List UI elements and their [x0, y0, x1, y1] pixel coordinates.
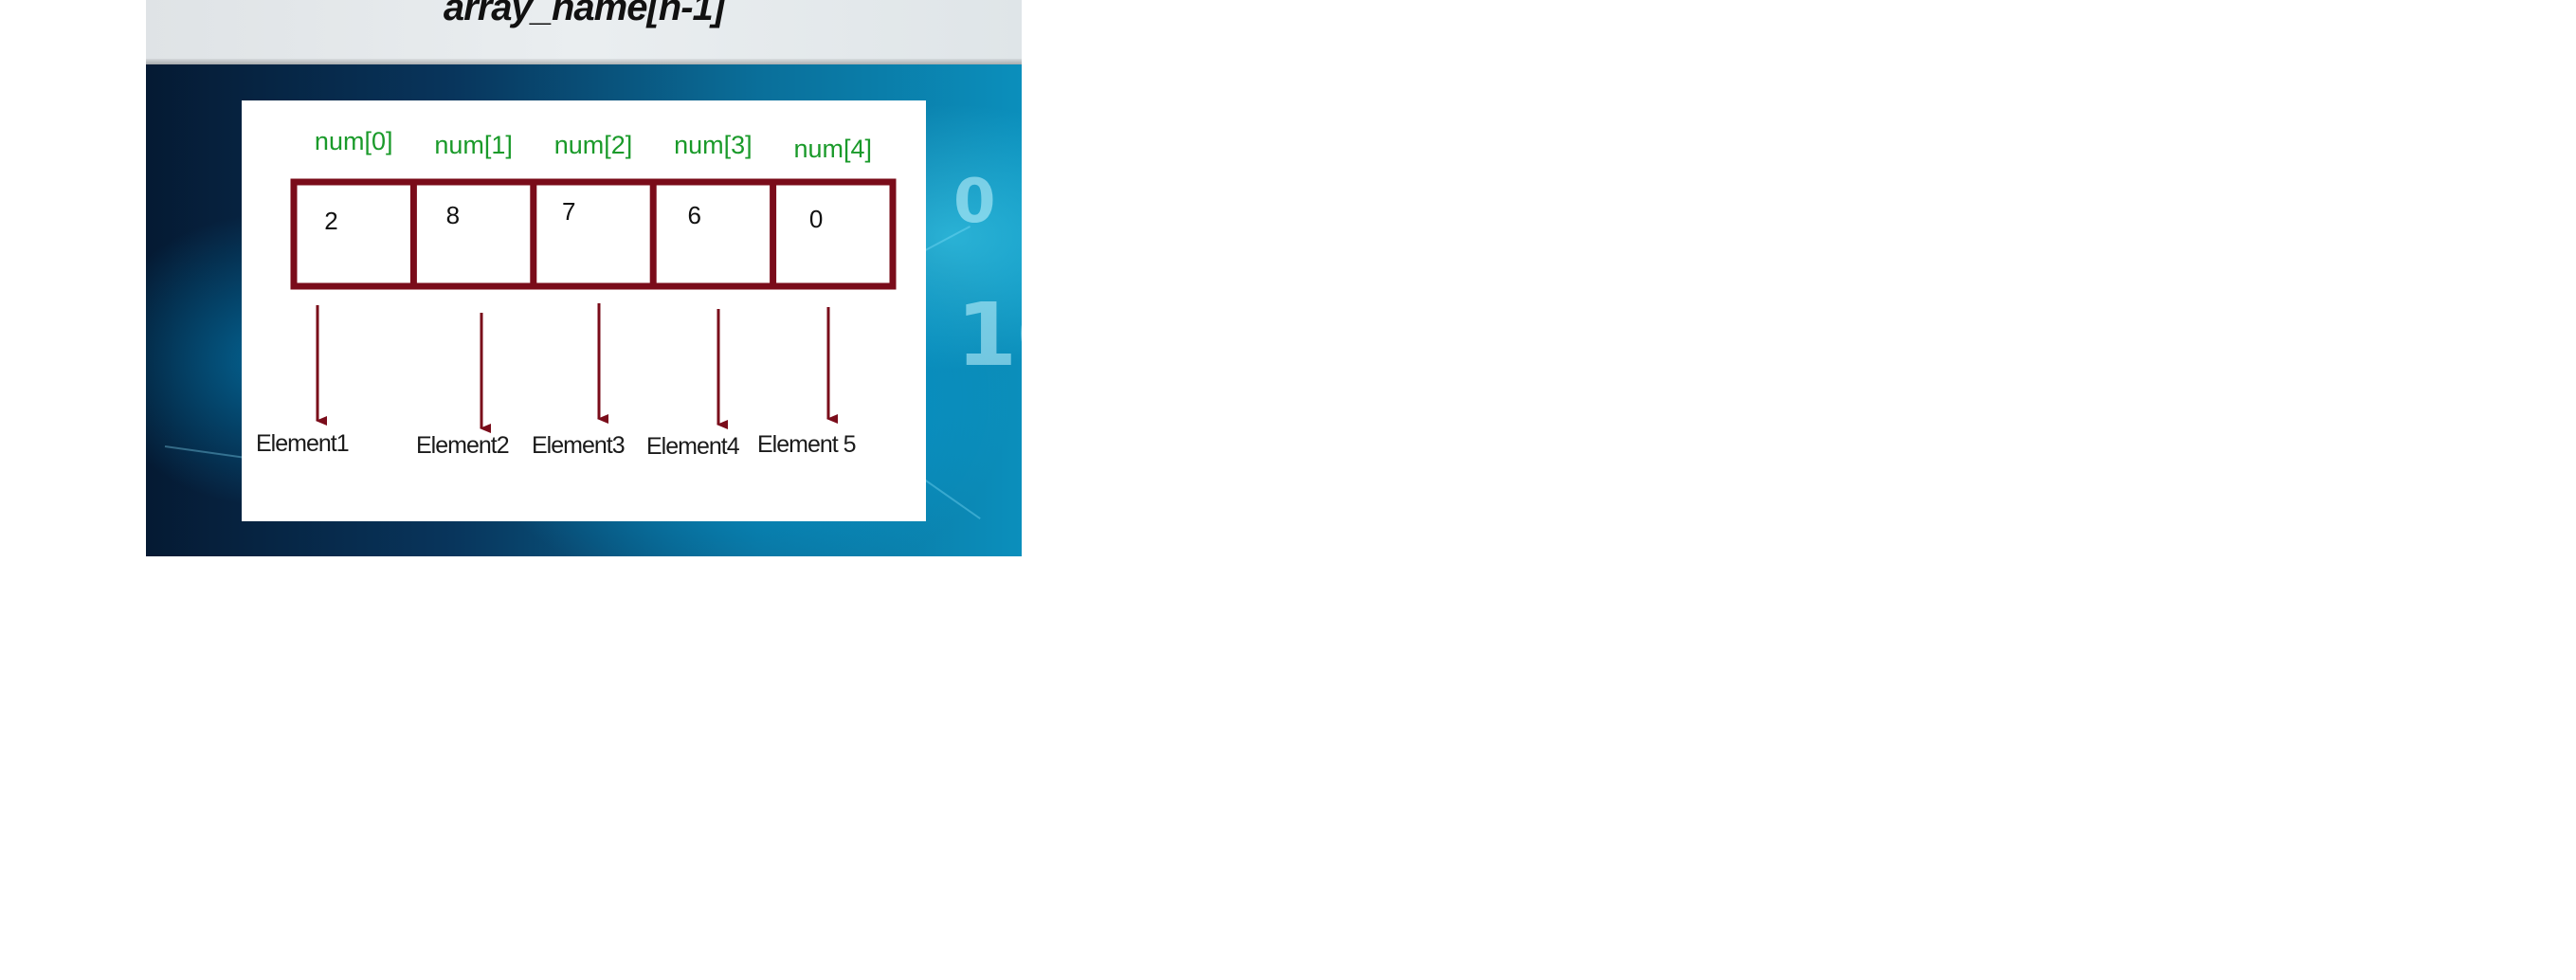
background-digit: 10 [956, 284, 1022, 386]
title-strip-edge [146, 59, 1022, 64]
cell-value: 2 [324, 207, 337, 235]
title-strip: array_name[n-1] [146, 0, 1022, 64]
element-label: Element4 [646, 433, 740, 460]
array-frame [290, 178, 897, 290]
element-label: Element2 [416, 432, 509, 459]
element-label: Element3 [532, 432, 625, 459]
element-label: Element 5 [757, 431, 856, 458]
cell-value: 7 [562, 197, 575, 226]
index-label: num[1] [434, 131, 513, 159]
cell-value: 8 [446, 201, 460, 229]
array-diagram-figure: 0 10 array_name[n-1] num[0]2Element1num[… [146, 0, 1022, 556]
index-label: num[4] [794, 135, 873, 163]
index-label: num[3] [674, 131, 753, 159]
index-label: num[0] [315, 127, 393, 155]
cell-value: 0 [809, 205, 823, 233]
background-digit: 0 [953, 167, 996, 237]
diagram-title: array_name[n-1] [443, 0, 725, 28]
element-label: Element1 [256, 430, 349, 457]
index-label: num[2] [554, 131, 633, 159]
cell-value: 6 [687, 201, 700, 229]
